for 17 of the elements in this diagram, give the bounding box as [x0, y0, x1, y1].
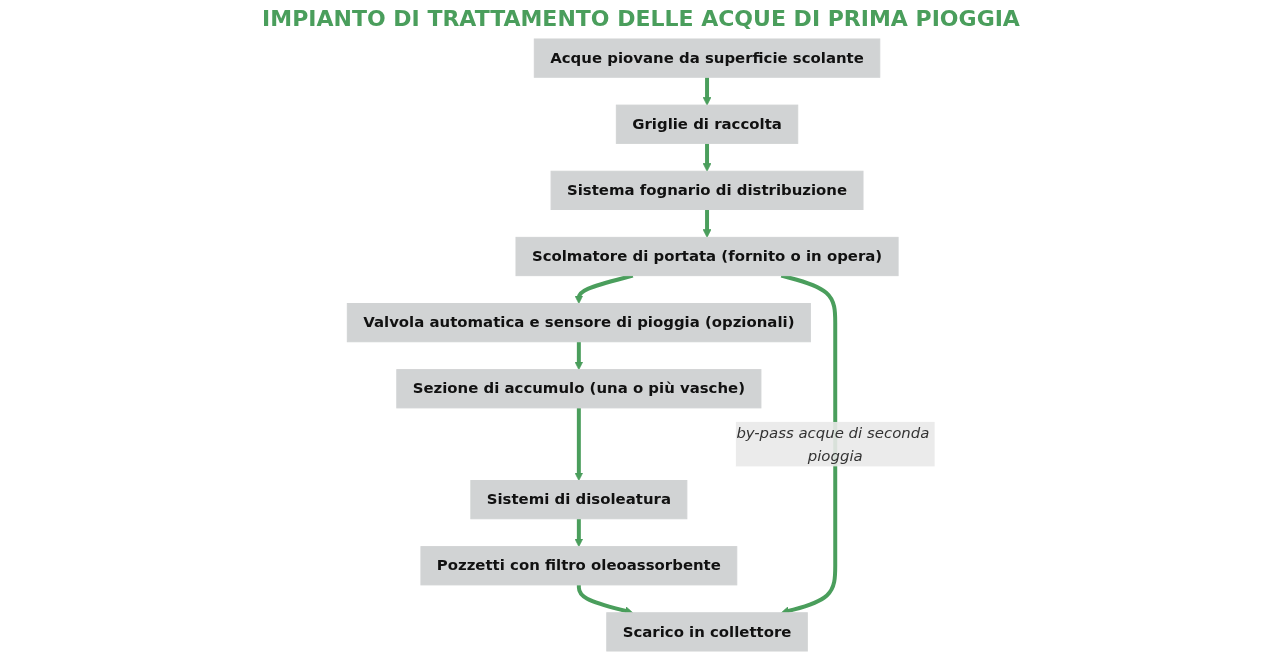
- node-box: Sistema fognario di distribuzione: [550, 170, 864, 210]
- node-box: Sezione di accumulo (una o più vasche): [396, 369, 762, 409]
- node-box: Scolmatore di portata (fornito o in opera): [515, 236, 899, 277]
- arrow: [702, 209, 712, 238]
- node-box: Pozzetti con filtro oleoassorbente: [420, 546, 738, 586]
- node-box: Valvola automatica e sensore di pioggia (opzionali): [346, 303, 811, 343]
- edge-label: by-pass acque di seconda pioggia: [736, 423, 930, 465]
- diagram-title: IMPIANTO DI TRATTAMENTO DELLE ACQUE DI PRIMA PIOGGIA: [261, 6, 1021, 31]
- node-box: Acque piovane da superficie scolante: [533, 38, 881, 78]
- arrow: [574, 341, 584, 370]
- arrow: [574, 407, 584, 481]
- node-box: Griglie di raccolta: [615, 104, 799, 144]
- arrow: [702, 143, 712, 172]
- node-box: Scarico in collettore: [606, 612, 808, 652]
- arrow: [702, 77, 712, 106]
- arrow: [574, 518, 584, 547]
- node-box: Sistemi di disoleatura: [470, 480, 688, 520]
